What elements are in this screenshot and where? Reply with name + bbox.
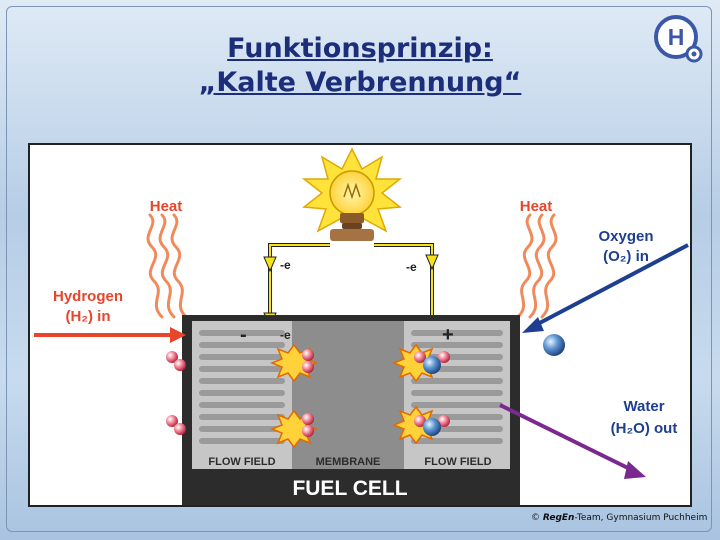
fuel-cell-svg: Heat Heat -e -e - + -e [34, 147, 689, 505]
electron-label-right: -e [406, 260, 417, 274]
flow-field-left-label: FLOW FIELD [208, 456, 275, 468]
arrow-down-right-icon [624, 461, 646, 479]
water-label-line1: Water [623, 398, 664, 415]
fuel-cell-label: FUEL CELL [292, 477, 407, 500]
flow-field-right-label: FLOW FIELD [424, 456, 491, 468]
credit-line: © RegEn-Team, Gymnasium Puchheim [531, 513, 707, 523]
flow-channels-right [411, 330, 503, 444]
hydrogen-label-line1: Hydrogen [53, 288, 123, 305]
hydrogen-label-line2: (H₂) in [66, 308, 111, 325]
fuel-cell-diagram: Heat Heat -e -e - + -e [28, 143, 692, 507]
anode-minus-sign: - [240, 324, 247, 346]
electron-arrow-icon [263, 256, 277, 273]
electron-label-anode: -e [280, 328, 291, 342]
slide-frame [6, 6, 712, 532]
membrane-label: MEMBRANE [316, 456, 381, 468]
heat-waves-right [516, 213, 558, 319]
electron-label-left: -e [280, 258, 291, 272]
flow-channels-left [199, 330, 285, 444]
oxygen-molecule-icon [423, 334, 565, 436]
oxygen-label-line2: (O₂) in [603, 248, 649, 265]
heat-label-left: Heat [150, 198, 183, 215]
arrow-down-left-icon [522, 317, 544, 333]
copyright-symbol: © [531, 513, 540, 523]
membrane-block [292, 321, 404, 469]
water-label-line2: (H₂O) out [611, 420, 678, 437]
heat-waves-left [146, 213, 188, 319]
hydrogen-molecule-icon [302, 349, 450, 437]
credit-text: -Team, Gymnasium Puchheim [574, 513, 708, 523]
title-line-2: „Kalte Verbrennung“ [198, 67, 522, 98]
oxygen-label-line1: Oxygen [598, 228, 653, 245]
hydrogen-logo-icon: H [654, 15, 703, 63]
incoming-hydrogen-molecules [166, 351, 186, 435]
slide-title: Funktionsprinzip: „Kalte Verbrennung“ [150, 32, 570, 100]
light-bulb-icon [301, 147, 403, 241]
arrow-right-icon [170, 327, 186, 343]
water-out-arrow [499, 403, 635, 473]
credit-brand: RegEn [542, 513, 575, 523]
logo-letter: H [668, 24, 685, 50]
heat-label-right: Heat [520, 198, 553, 215]
electron-arrow-icon [425, 254, 439, 271]
title-line-1: Funktionsprinzip: [227, 33, 493, 64]
cathode-plus-sign: + [442, 324, 454, 346]
oxygen-in-arrow [531, 243, 689, 329]
